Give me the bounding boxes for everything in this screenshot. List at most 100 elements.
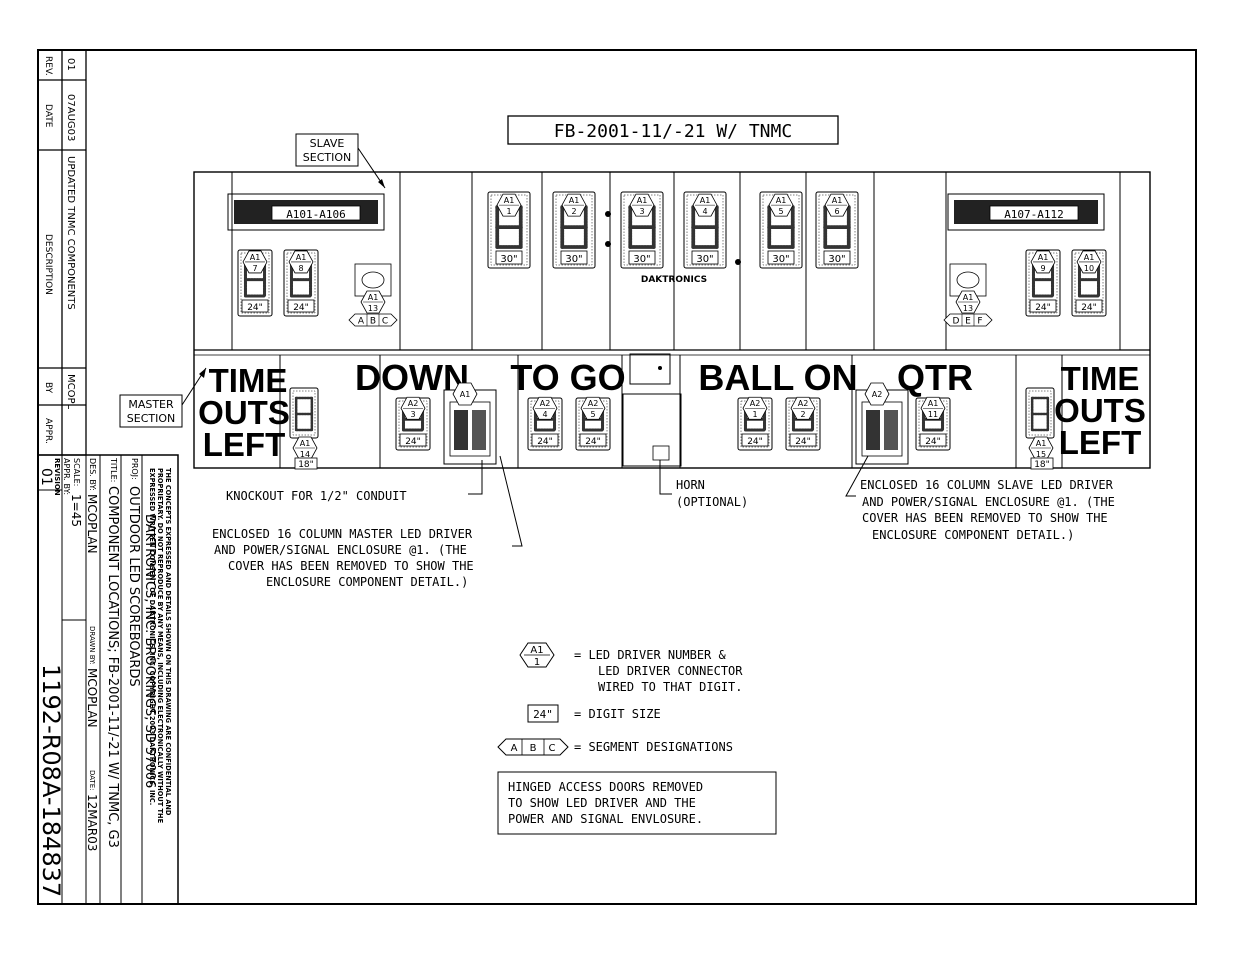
driver-tag-num: 9	[1040, 264, 1045, 273]
left-driver-module: A101-A106	[227, 193, 385, 231]
driver-tag-id: A2	[408, 399, 419, 408]
driver-tag-id: A1	[569, 196, 580, 205]
digit-size-box	[628, 250, 656, 265]
driver-tag-outline	[452, 382, 478, 406]
legend-size-sample: 24"	[533, 708, 553, 721]
driver-tag-id: A1	[504, 196, 515, 205]
colon-dot	[605, 211, 611, 217]
horn-leader	[659, 460, 672, 495]
title-box-text: FB-2001-11/-21 W/ TNMC	[554, 121, 792, 142]
slave-leader-arrow	[378, 179, 385, 188]
colon-dot	[605, 241, 611, 247]
segment-letter: E	[965, 317, 971, 327]
hinged-note-line1: HINGED ACCESS DOORS REMOVED	[508, 780, 703, 794]
driver-tag-id: A2	[798, 399, 809, 408]
driver-tag-num: 3	[639, 207, 644, 216]
ball-on-label: BALL ON	[698, 357, 857, 398]
digit-frame	[1071, 249, 1107, 317]
digit-size-box	[741, 433, 769, 447]
digit-module: 30"A12	[552, 191, 596, 269]
digit-driver-tag: A19	[1030, 250, 1056, 274]
digit-dotted-edge	[240, 252, 270, 314]
segment-letter: F	[977, 317, 982, 327]
driver-tag-id: A2	[588, 399, 599, 408]
digit-module: 30"A15	[759, 191, 803, 269]
right-driver-module: A107-A112	[947, 193, 1105, 231]
digit-size-box	[691, 250, 719, 265]
horn	[622, 353, 682, 467]
sheet-border	[37, 49, 1197, 905]
digit-driver-tag: A21	[742, 396, 768, 420]
digit-frame	[487, 191, 531, 269]
driver-tag-num: 2	[800, 410, 805, 419]
hinged-note-box	[497, 771, 777, 835]
digit-size-label: 24"	[795, 437, 811, 447]
driver-tag-num: 1	[752, 410, 757, 419]
digit-size-box	[823, 250, 851, 265]
digit-size-box	[1029, 299, 1057, 313]
digit-module: 30"A14	[683, 191, 727, 269]
digit-size-box	[399, 433, 427, 447]
driver-tag-id: A1	[832, 196, 843, 205]
digit-size-label: 30"	[565, 254, 582, 265]
left-to-size-box	[294, 457, 318, 470]
master-note-line3: COVER HAS BEEN REMOVED TO SHOW THE	[228, 559, 474, 573]
digit-size-box	[767, 250, 795, 265]
digit-module	[1025, 387, 1055, 439]
legend-segment-tag: A B C	[497, 738, 569, 756]
driver-tag-num: 11	[928, 410, 938, 419]
slave-note-line4: ENCLOSURE COMPONENT DETAIL.)	[872, 528, 1074, 542]
timeouts-right-label-time: TIME	[1061, 360, 1140, 397]
driver-tag-num: 13	[963, 304, 973, 313]
legend-driver-num: 1	[534, 657, 540, 668]
right-to-size: 18"	[1034, 460, 1050, 470]
driver-tag-num: 5	[778, 207, 783, 216]
driver-tag-id: A1	[776, 196, 787, 205]
digit-driver-tag: A17	[242, 250, 268, 274]
driver-tag-id: A2	[872, 390, 883, 399]
slave-note-line1: ENCLOSED 16 COLUMN SLAVE LED DRIVER	[860, 478, 1114, 492]
digit-driver-tag: A15	[768, 193, 794, 217]
project-name: OUTDOOR LED SCOREBOARDS	[126, 486, 141, 687]
master-leader-arrow	[199, 368, 206, 378]
confidential-line-1: THE CONCEPTS EXPRESSED AND DETAILS SHOWN…	[164, 468, 172, 816]
legend-driver-id: A1	[530, 645, 543, 656]
digit-size-box	[241, 299, 269, 313]
digit-dotted-edge	[918, 400, 948, 448]
digit-module: 24"A25	[575, 396, 611, 451]
digit-driver-tag: A12	[561, 193, 587, 217]
to-go-label: TO GO	[510, 357, 625, 398]
digit-frame	[815, 191, 859, 269]
segment-letter: D	[953, 317, 960, 327]
drawn-by-label: DRAWN BY:	[88, 626, 96, 665]
driver-tag-num: 2	[571, 207, 576, 216]
digit-driver-tag: A22	[790, 396, 816, 420]
digit-size-label: 24"	[1035, 303, 1051, 313]
digit-size-label: 24"	[247, 303, 263, 313]
right-driver-range: A107-A112	[1004, 208, 1064, 221]
digit-size-label: 24"	[925, 437, 941, 447]
digit-dotted-edge	[286, 252, 316, 314]
segment-strip	[943, 313, 993, 327]
driver-tag-num: 8	[298, 264, 303, 273]
segment-strip	[348, 313, 398, 327]
digit-module: 24"A18	[283, 249, 319, 317]
master-note-line1: ENCLOSED 16 COLUMN MASTER LED DRIVER	[212, 527, 473, 541]
legend-size-box	[527, 704, 559, 723]
revision-block: REV. DATE DESCRIPTION BY APPR. 01 07AUG0…	[38, 50, 87, 456]
driver-tag-num: 3	[410, 410, 415, 419]
driver-tag-num: 13	[368, 304, 378, 313]
timeouts-right-label-left: LEFT	[1059, 424, 1141, 461]
driver-tag-id: A1	[1084, 253, 1095, 262]
by-label: BY	[43, 382, 53, 394]
horn-note-line1: HORN	[676, 478, 705, 492]
slave-enclosure	[855, 389, 909, 465]
timeouts-left-label-left: LEFT	[203, 426, 285, 463]
driver-tag-num: 10	[1084, 264, 1094, 273]
digit-driver-tag: A16	[824, 193, 850, 217]
digit-size-box	[919, 433, 947, 447]
driver-tag-id: A2	[540, 399, 551, 408]
digit-frame	[683, 191, 727, 269]
